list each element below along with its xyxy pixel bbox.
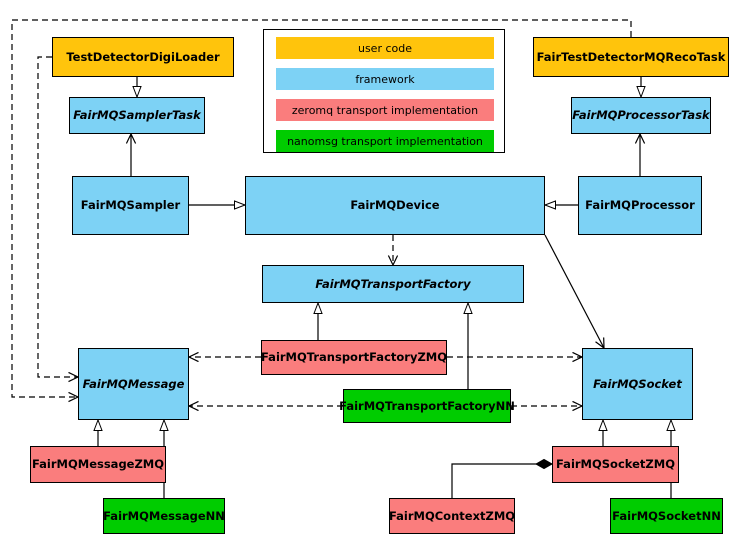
legend-item-user-code: user code (276, 37, 494, 59)
class-label: FairMQContextZMQ (388, 508, 516, 523)
class-label: FairMQProcessorTask (572, 108, 710, 123)
class-label: FairMQSocketZMQ (556, 457, 675, 472)
class-label: FairMQSampler (80, 198, 181, 213)
legend-item-nanomsg: nanomsg transport implementation (276, 130, 494, 152)
class-node-fairmqcontextzmq[interactable]: FairMQContextZMQ (389, 498, 515, 534)
class-node-fairmqsocketzmq[interactable]: FairMQSocketZMQ (552, 446, 679, 483)
class-node-fairmqsocket[interactable]: FairMQSocket (582, 348, 693, 420)
legend-label-nanomsg: nanomsg transport implementation (287, 134, 483, 148)
class-label: FairMQMessageNN (103, 508, 225, 523)
class-label: FairMQTransportFactoryNN (339, 398, 515, 413)
class-node-fairmqprocessortask[interactable]: FairMQProcessorTask (571, 97, 711, 134)
class-node-fairmqprocessor[interactable]: FairMQProcessor (578, 176, 702, 235)
class-node-fairmqsamplertask[interactable]: FairMQSamplerTask (69, 97, 205, 134)
legend-label-zeromq: zeromq transport implementation (291, 103, 479, 117)
class-node-fairmqsocketnn[interactable]: FairMQSocketNN (610, 498, 723, 534)
class-label: FairMQDevice (350, 198, 440, 213)
class-label: FairMQSocketNN (612, 508, 721, 523)
legend-box: user code framework zeromq transport imp… (263, 29, 505, 153)
class-label: FairMQMessage (82, 376, 185, 391)
class-node-fairmqtransportfactory[interactable]: FairMQTransportFactory (262, 265, 524, 303)
class-label: FairMQMessageZMQ (31, 457, 165, 472)
legend-label-framework: framework (355, 72, 415, 86)
class-node-fairmqtransportfactorynn[interactable]: FairMQTransportFactoryNN (339, 389, 515, 423)
edge-contextzmq-socketzmq (451, 464, 552, 498)
legend-label-user-code: user code (357, 41, 413, 55)
legend-item-zeromq: zeromq transport implementation (276, 99, 494, 121)
legend-item-framework: framework (276, 68, 494, 90)
class-label: TestDetectorDigiLoader (66, 49, 220, 64)
class-label: FairTestDetectorMQRecoTask (536, 49, 726, 64)
class-label: FairMQProcessor (585, 198, 695, 213)
class-node-testdetectordigiloader[interactable]: TestDetectorDigiLoader (52, 37, 234, 77)
class-node-fairtestdetectormqrecotask[interactable]: FairTestDetectorMQRecoTask (533, 37, 729, 77)
class-label: FairMQTransportFactory (315, 276, 471, 291)
class-label: FairMQSamplerTask (73, 108, 201, 123)
class-node-fairmqmessagezmq[interactable]: FairMQMessageZMQ (30, 446, 166, 483)
class-node-fairmqmessage[interactable]: FairMQMessage (78, 348, 189, 420)
edge-device-socket (544, 234, 604, 348)
class-node-fairmqsampler[interactable]: FairMQSampler (72, 176, 189, 235)
class-node-fairmqdevice[interactable]: FairMQDevice (245, 176, 545, 235)
class-node-fairmqmessagenn[interactable]: FairMQMessageNN (103, 498, 225, 534)
class-node-fairmqtransportfactoryzmq[interactable]: FairMQTransportFactoryZMQ (261, 340, 447, 375)
class-label: FairMQTransportFactoryZMQ (261, 350, 448, 365)
class-label: FairMQSocket (593, 376, 682, 391)
